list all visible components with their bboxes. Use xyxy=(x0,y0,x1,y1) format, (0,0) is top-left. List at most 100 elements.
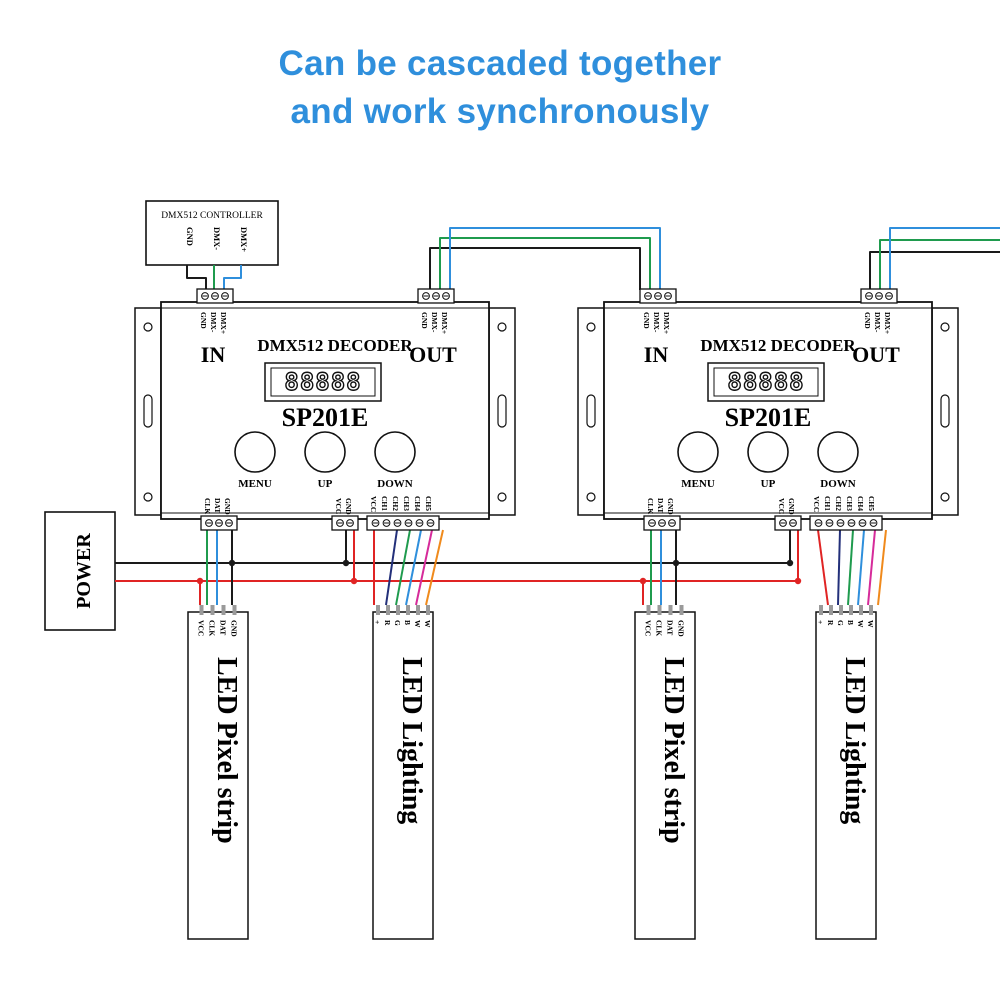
light2-vcc xyxy=(817,529,829,606)
channel-terminal xyxy=(366,515,440,531)
button-down xyxy=(817,431,859,473)
in-pin-label: DMX- xyxy=(209,312,218,333)
strip-label: LED Pixel strip xyxy=(658,657,689,844)
button-label: UP xyxy=(318,478,333,490)
strip-pin-label: VCC xyxy=(197,620,206,636)
in-terminal xyxy=(196,288,234,304)
out-pin-label: DMX- xyxy=(873,312,882,333)
channel-pin-label: CH4 xyxy=(856,496,865,511)
mounting-hole xyxy=(143,322,153,332)
strip-pin-label: DAT xyxy=(666,620,675,635)
cascade-plus-wire xyxy=(449,227,661,292)
terminal-body xyxy=(774,515,802,531)
junction-dot xyxy=(794,577,802,585)
channel-pin-label: CH1 xyxy=(823,496,832,511)
in-terminal xyxy=(639,288,677,304)
strip-pin xyxy=(376,605,380,615)
mounting-hole xyxy=(940,492,950,502)
strip-pin xyxy=(646,605,651,615)
cascade-minus-wire xyxy=(439,237,651,292)
decoder-title: DMX512 DECODER xyxy=(257,336,413,355)
strip-pin xyxy=(829,605,833,615)
junction-dot xyxy=(196,577,204,585)
mounting-slot xyxy=(497,394,507,428)
pixel-pin-label: GND xyxy=(666,498,675,515)
strip-pin-label: G xyxy=(836,620,845,626)
button-label: MENU xyxy=(681,478,715,490)
power-supply: POWER xyxy=(44,511,116,631)
light1-w1 xyxy=(415,529,433,606)
decoder-body xyxy=(603,301,933,520)
strip-pin xyxy=(869,605,873,615)
channel-pin-label: CH1 xyxy=(380,496,389,511)
mounting-hole xyxy=(940,322,950,332)
out-plus-wire xyxy=(889,227,1000,290)
strip-pin xyxy=(859,605,863,615)
strip-pin-label: W xyxy=(413,620,422,628)
in-pin-label: GND xyxy=(642,312,651,329)
dmx-plus-wire xyxy=(223,265,242,292)
strip-pin xyxy=(839,605,843,615)
terminal-body xyxy=(331,515,359,531)
out-pin-label: DMX+ xyxy=(883,312,892,334)
junction-dot xyxy=(228,559,236,567)
channel-pin-label: CH2 xyxy=(391,496,400,511)
button-menu xyxy=(677,431,719,473)
mounting-slot xyxy=(940,394,950,428)
light1-b xyxy=(405,529,422,606)
out-gnd-wire xyxy=(869,251,1000,290)
power-label: POWER xyxy=(73,533,95,609)
strip-pin-label: W xyxy=(423,620,432,628)
junction-dot xyxy=(350,577,358,585)
in-pin-label: DMX+ xyxy=(662,312,671,334)
strip-pin-label: + xyxy=(816,620,825,624)
channel-pin-label: VCC xyxy=(369,496,378,512)
light2-w1 xyxy=(867,529,876,606)
strip-pin-label: B xyxy=(846,620,855,625)
channel-pin-label: CH2 xyxy=(834,496,843,511)
strip-body xyxy=(815,611,877,940)
out-label: OUT xyxy=(409,342,457,367)
pixel-pin-label: DAT xyxy=(656,498,665,513)
mounting-hole xyxy=(586,322,596,332)
light1-r xyxy=(385,529,398,606)
out-terminal xyxy=(417,288,455,304)
pixel-pin-label: GND xyxy=(223,498,232,515)
power-pin-label: GND xyxy=(787,498,796,515)
strip-pin xyxy=(657,605,662,615)
mounting-hole xyxy=(497,492,507,502)
in-pin-label: DMX+ xyxy=(219,312,228,334)
decoder-model: SP201E xyxy=(725,403,812,432)
mounting-slot xyxy=(143,394,153,428)
pixel-terminal xyxy=(643,515,681,531)
power-pin-label: GND xyxy=(344,498,353,515)
strip-pin-label: G xyxy=(393,620,402,626)
junction-dot xyxy=(786,559,794,567)
cascade-gnd-wire xyxy=(429,247,641,292)
light1-w2 xyxy=(425,529,444,606)
power-terminal xyxy=(331,515,359,531)
strip-label: LED Pixel strip xyxy=(211,657,242,844)
strip-pin-label: + xyxy=(373,620,382,624)
power-pin-label: VCC xyxy=(334,498,343,514)
channel-pin-label: CH3 xyxy=(402,496,411,511)
out-pin-label: GND xyxy=(863,312,872,329)
button-down xyxy=(374,431,416,473)
channel-pin-label: CH5 xyxy=(424,496,433,511)
out-pin-label: DMX+ xyxy=(440,312,449,334)
strip-pin xyxy=(386,605,390,615)
light2-r xyxy=(837,529,841,606)
strip-body xyxy=(187,611,249,940)
out-label: OUT xyxy=(852,342,900,367)
power-pin-label: VCC xyxy=(777,498,786,514)
out-minus-wire xyxy=(879,239,1000,290)
strip-pin xyxy=(210,605,215,615)
mounting-hole xyxy=(143,492,153,502)
light2-w2 xyxy=(877,529,887,606)
